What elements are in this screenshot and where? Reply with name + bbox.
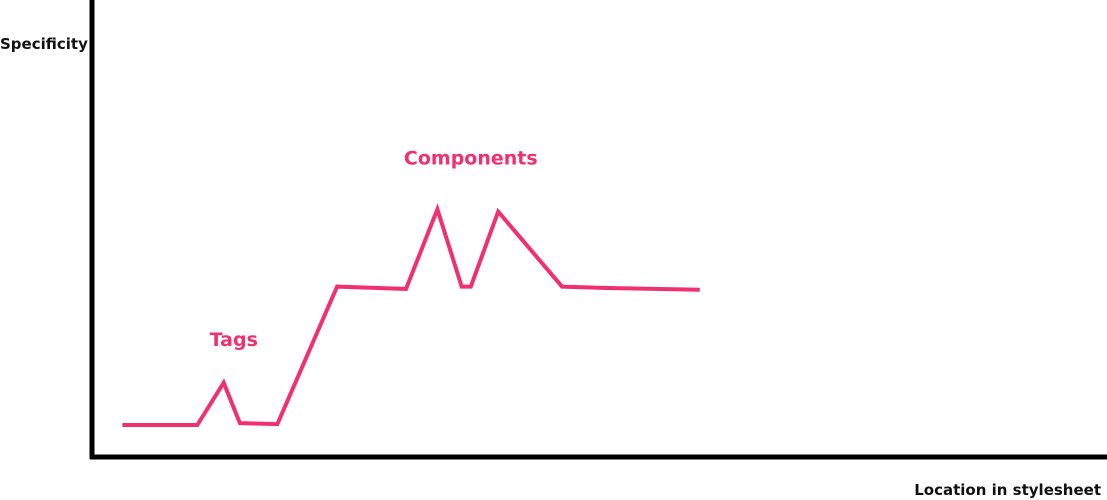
chart-axes (89, 0, 1107, 460)
annotation-tags: Tags (210, 329, 258, 351)
series-line-0 (122, 203, 700, 427)
series-layer (122, 203, 700, 427)
x-axis-label: Location in stylesheet (914, 481, 1101, 499)
y-axis-label: Specificity (0, 35, 88, 53)
annotation-layer: Tags Components (210, 148, 538, 351)
annotation-components: Components (404, 148, 538, 170)
